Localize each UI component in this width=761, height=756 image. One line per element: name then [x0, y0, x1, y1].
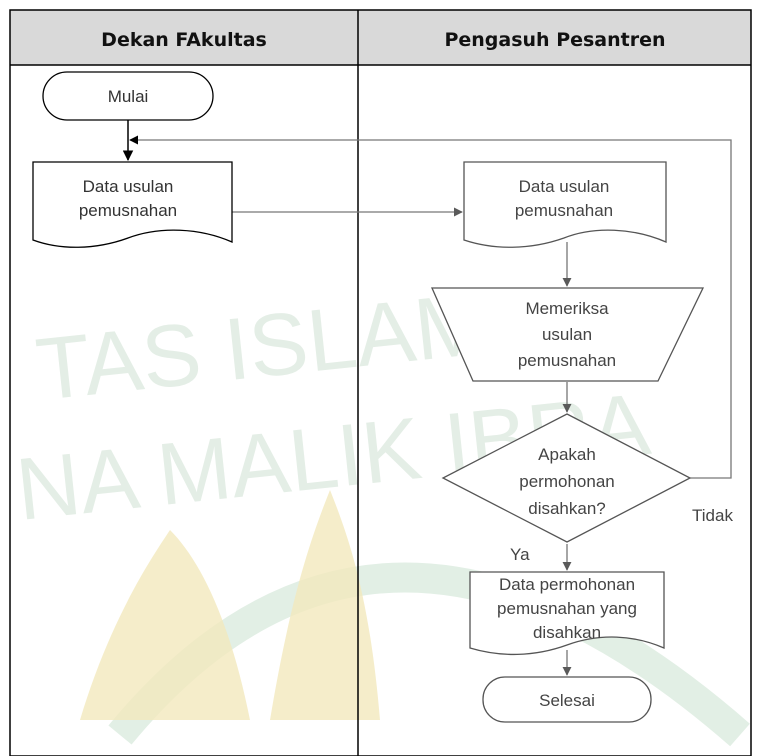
doc-pengasuh-line-1: Data usulan [519, 177, 610, 196]
check-line-3: pemusnahan [518, 351, 616, 370]
check-line-2: usulan [542, 325, 592, 344]
decision-line-2: permohonan [519, 472, 614, 491]
check-line-1: Memeriksa [525, 299, 609, 318]
end-label: Selesai [539, 691, 595, 710]
start-label: Mulai [108, 87, 149, 106]
lane-frame-border [9, 9, 752, 756]
doc-approved-line-2: pemusnahan yang [497, 599, 637, 618]
edge-label-yes: Ya [510, 545, 530, 564]
doc-approved-line-1: Data permohonan [499, 575, 635, 594]
doc-dekan-line-1: Data usulan [83, 177, 174, 196]
lane-title-dekan: Dekan FAkultas [101, 29, 267, 51]
document-usulan-pengasuh: Data usulan pemusnahan [463, 161, 667, 248]
decision-diamond: Apakah permohonan disahkan? [441, 413, 692, 543]
edge-label-no: Tidak [692, 506, 733, 525]
lane-header-bg [10, 10, 751, 65]
swimlane-frame: Dekan FAkultas Pengasuh Pesantren [9, 9, 752, 756]
start-terminator: Mulai [42, 71, 214, 121]
manual-operation-check: Memeriksa usulan pemusnahan [431, 287, 705, 382]
decision-line-1: Apakah [538, 445, 596, 464]
decision-line-3: disahkan? [528, 499, 606, 518]
document-usulan-dekan: Data usulan pemusnahan [32, 161, 233, 248]
doc-pengasuh-line-2: pemusnahan [515, 201, 613, 220]
connectors [122, 120, 732, 676]
doc-approved-line-3: disahkan [533, 623, 601, 642]
end-terminator: Selesai [482, 676, 652, 723]
watermark-emblem-gold [80, 490, 380, 720]
document-approved: Data permohonan pemusnahan yang disahkan [469, 571, 665, 656]
doc-dekan-line-2: pemusnahan [79, 201, 177, 220]
lane-title-pengasuh: Pengasuh Pesantren [444, 29, 665, 51]
arrow-no-loop-back [129, 135, 732, 479]
